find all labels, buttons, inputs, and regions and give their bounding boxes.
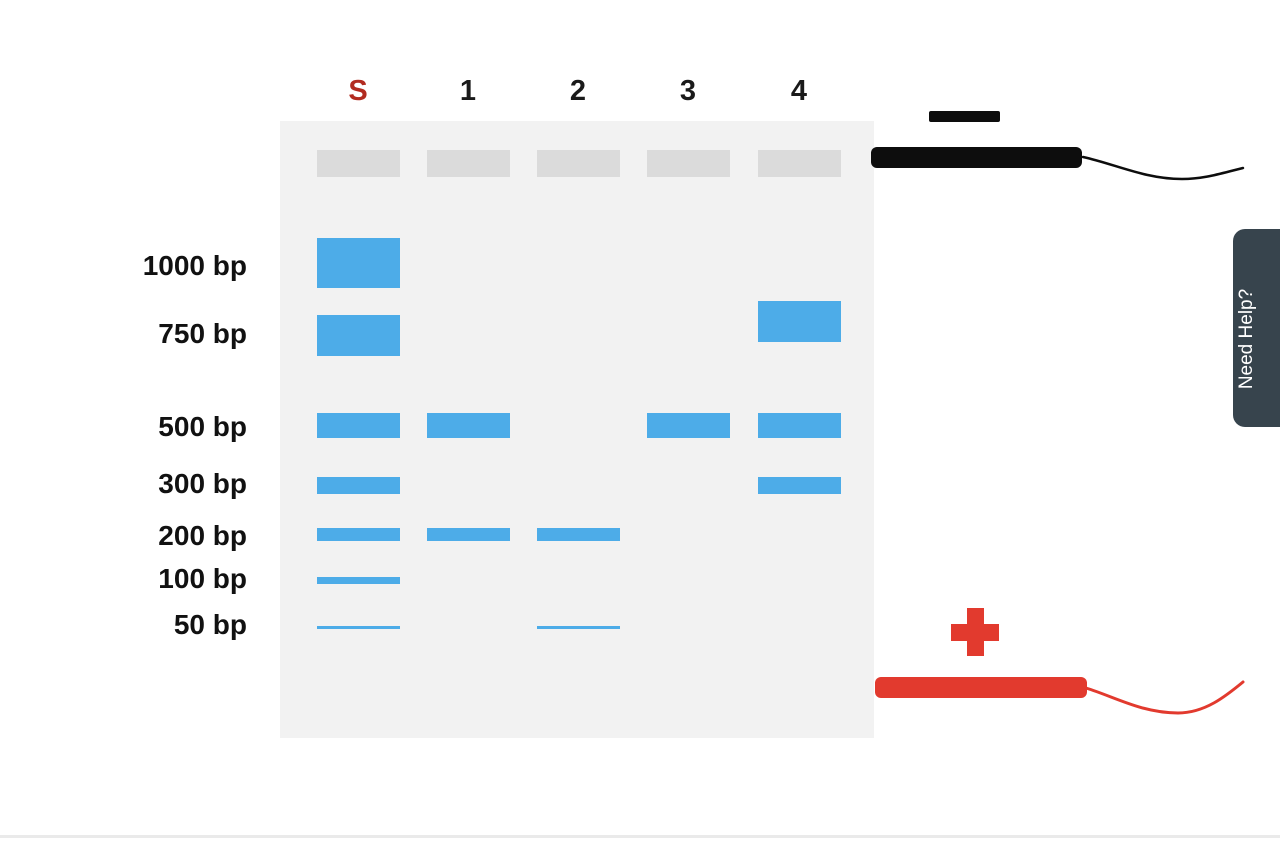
well-lane-3 <box>646 150 730 177</box>
band-lane-2-200-bp <box>536 528 620 541</box>
footer-divider <box>0 835 1280 838</box>
band-lane-3-500-bp <box>646 413 730 438</box>
well-lane-S <box>316 150 400 177</box>
ladder-size-labels: 1000 bp 750 bp 500 bp 300 bp 200 bp 100 bp 50 … <box>0 0 247 848</box>
minus-icon <box>929 111 1000 122</box>
band-lane-S-500-bp <box>316 413 400 438</box>
lane-label-1: 1 <box>459 75 477 107</box>
positive-electrode-wire <box>1084 680 1245 715</box>
size-label-500bp: 500 bp <box>158 411 247 442</box>
lane-label-3: 3 <box>679 75 697 107</box>
negative-electrode-bar <box>871 147 1082 168</box>
size-label-50bp: 50 bp <box>173 609 247 640</box>
band-lane-S-100-bp <box>316 577 400 584</box>
well-lane-4 <box>757 150 841 177</box>
negative-electrode-wire <box>1081 155 1245 181</box>
band-lane-S-300-bp <box>316 477 400 494</box>
size-label-1000bp: 1000 bp <box>142 250 247 281</box>
plus-icon <box>951 608 999 656</box>
band-lane-4-500-bp <box>757 413 841 438</box>
well-lane-1 <box>426 150 510 177</box>
size-label-200bp: 200 bp <box>158 520 247 551</box>
band-lane-1-200-bp <box>426 528 510 541</box>
band-lane-4-300-bp <box>757 477 841 494</box>
lane-label-2: 2 <box>569 75 587 107</box>
band-lane-S-1000-bp <box>316 238 400 288</box>
size-label-300bp: 300 bp <box>158 468 247 499</box>
band-lane-1-500-bp <box>426 413 510 438</box>
band-lane-S-200-bp <box>316 528 400 541</box>
size-label-750bp: 750 bp <box>158 318 247 349</box>
band-lane-4-between-750-bp-and-1000-bp <box>757 301 841 342</box>
band-lane-2-50-bp <box>536 626 620 629</box>
well-lane-2 <box>536 150 620 177</box>
need-help-tab[interactable]: Need Help? <box>1233 229 1280 427</box>
need-help-label: Need Help? <box>1236 288 1257 390</box>
band-lane-S-750-bp <box>316 315 400 356</box>
positive-electrode-bar <box>875 677 1087 698</box>
band-lane-S-50-bp <box>316 626 400 629</box>
lane-label-S: S <box>348 75 368 107</box>
lane-label-4: 4 <box>790 75 808 107</box>
size-label-100bp: 100 bp <box>158 563 247 594</box>
